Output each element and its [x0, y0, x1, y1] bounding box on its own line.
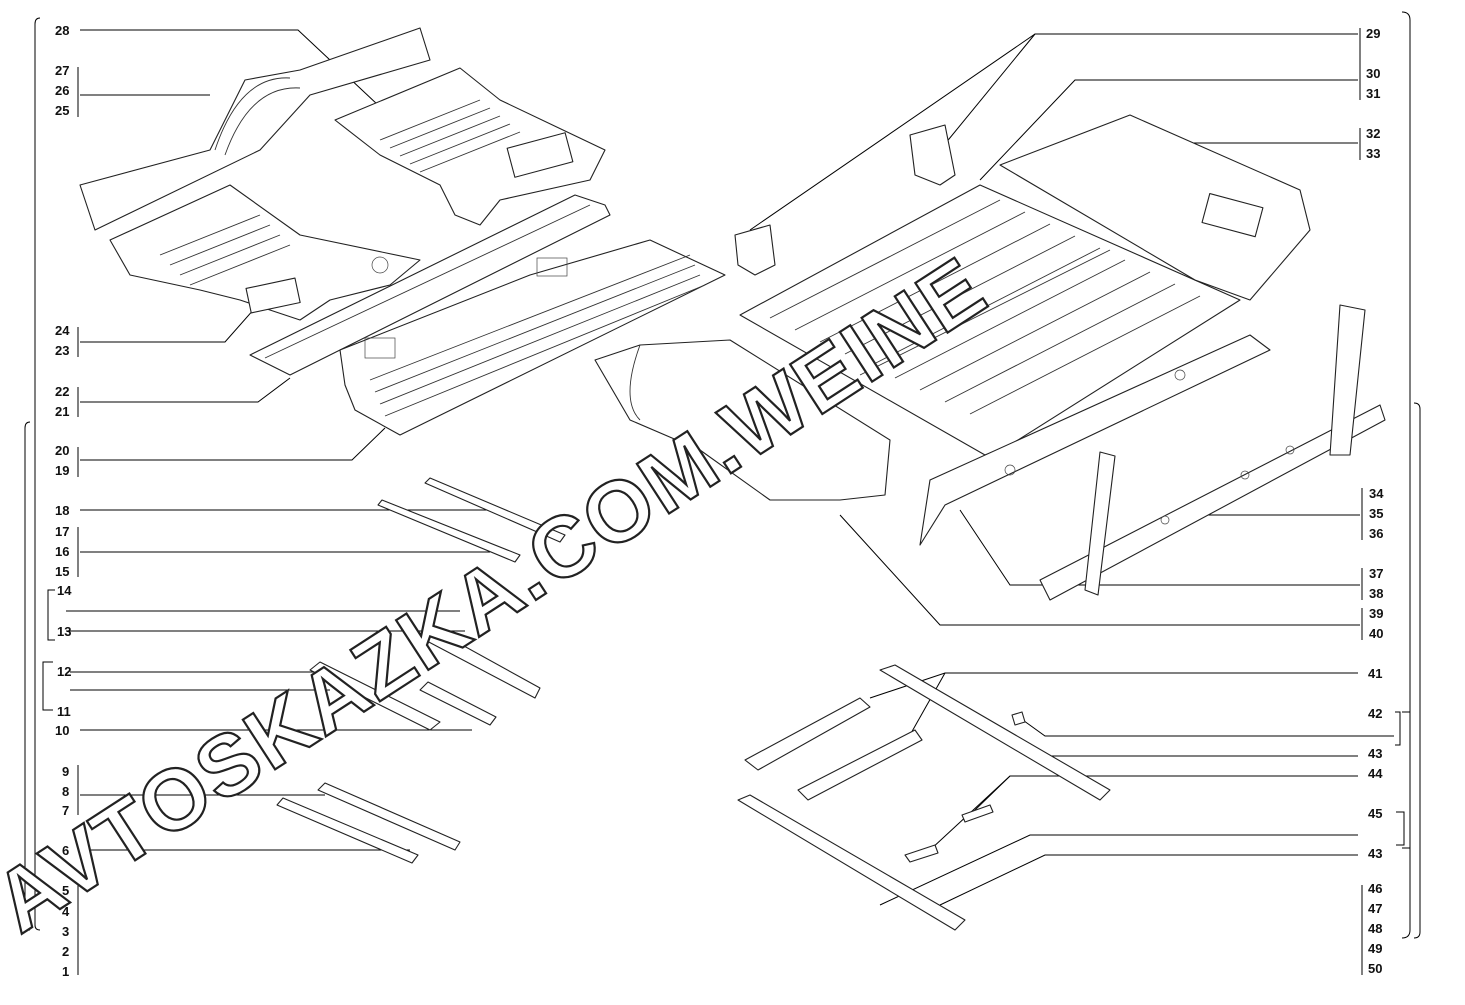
callout-8: 8: [62, 784, 69, 799]
callout-18: 18: [55, 503, 69, 518]
callout-16: 16: [55, 544, 69, 559]
callout-10: 10: [55, 723, 69, 738]
callout-50: 50: [1368, 961, 1382, 976]
callout-7: 7: [62, 803, 69, 818]
callout-14: 14: [57, 583, 72, 598]
cross-members-15-18-part: [377, 477, 566, 563]
lower-members-41-50-part: [737, 664, 1111, 931]
callout-37: 37: [1369, 566, 1383, 581]
callout-46: 46: [1368, 881, 1382, 896]
callout-49: 49: [1368, 941, 1382, 956]
callout-11: 11: [57, 704, 71, 719]
right-callout-numbers: 29 30 31 32 33 34 35 36 37 38 39 40 41 4…: [1366, 26, 1384, 976]
callout-42: 42: [1368, 706, 1382, 721]
wheel-arch-tunnel-part: [594, 339, 891, 501]
callout-13: 13: [57, 624, 71, 639]
callout-12: 12: [57, 664, 71, 679]
left-callout-numbers: 28 27 26 25 24 23 22 21 20 19 18 17 16 1…: [55, 23, 72, 979]
middle-floor-panel-part: [339, 239, 726, 436]
callout-30: 30: [1366, 66, 1380, 81]
callout-31: 31: [1366, 86, 1380, 101]
callout-33: 33: [1366, 146, 1380, 161]
callout-48: 48: [1368, 921, 1382, 936]
callout-9: 9: [62, 764, 69, 779]
callout-17: 17: [55, 524, 69, 539]
front-floor-panel-part: [79, 27, 606, 231]
callout-40: 40: [1369, 626, 1383, 641]
callout-45: 45: [1368, 806, 1382, 821]
sill-beam-part: [249, 194, 611, 376]
callout-28: 28: [55, 23, 69, 38]
callout-26: 26: [55, 83, 69, 98]
callout-29: 29: [1366, 26, 1380, 41]
callout-22: 22: [55, 384, 69, 399]
callout-1: 1: [62, 964, 69, 979]
callout-24: 24: [55, 323, 70, 338]
callout-25: 25: [55, 103, 69, 118]
callout-27: 27: [55, 63, 69, 78]
rear-seat-box-part: [999, 114, 1311, 301]
callout-3: 3: [62, 924, 69, 939]
rear-floor-panel-part: [739, 184, 1241, 456]
middle-left-floor-panel-part: [109, 184, 421, 321]
callout-19: 19: [55, 463, 69, 478]
callout-38: 38: [1369, 586, 1383, 601]
callout-21: 21: [55, 404, 69, 419]
callout-44: 44: [1368, 766, 1383, 781]
callout-2: 2: [62, 944, 69, 959]
callout-20: 20: [55, 443, 69, 458]
group-brackets: [24, 11, 1421, 975]
callout-34: 34: [1369, 486, 1384, 501]
callout-39: 39: [1369, 606, 1383, 621]
callout-43-upper: 43: [1368, 746, 1382, 761]
callout-47: 47: [1368, 901, 1382, 916]
bracket-29-part: [734, 124, 956, 276]
cross-members-6-9-part: [276, 782, 461, 864]
callout-5: 5: [62, 883, 69, 898]
cross-members-10-14-part: [309, 629, 541, 731]
callout-23: 23: [55, 343, 69, 358]
callout-4: 4: [62, 904, 70, 919]
callout-32: 32: [1366, 126, 1380, 141]
callout-35: 35: [1369, 506, 1383, 521]
callout-6: 6: [62, 843, 69, 858]
callout-36: 36: [1369, 526, 1383, 541]
callout-41: 41: [1368, 666, 1382, 681]
side-sill-34-38-part: [919, 304, 1386, 601]
callout-43-lower: 43: [1368, 846, 1382, 861]
callout-15: 15: [55, 564, 69, 579]
